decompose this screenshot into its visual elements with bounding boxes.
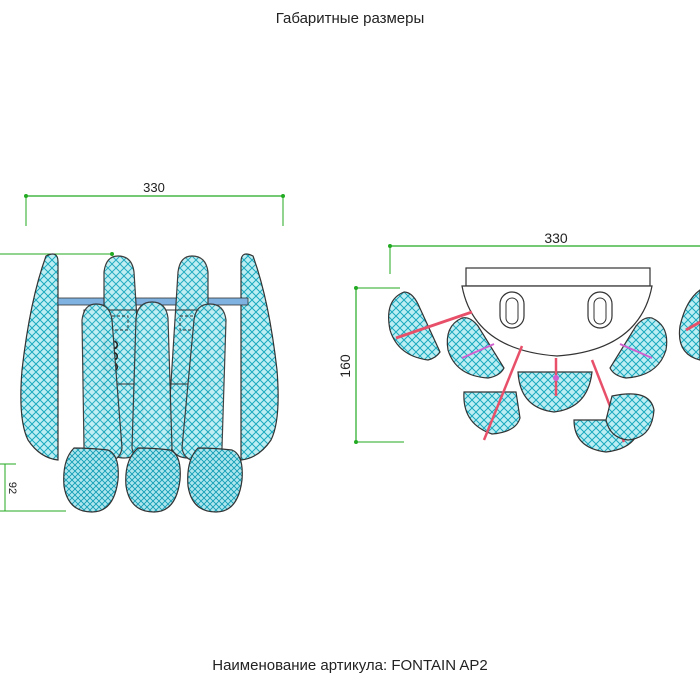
front-width-dimension: 330 — [24, 180, 285, 226]
petal-8 — [605, 393, 655, 441]
wall-plate — [465, 267, 651, 287]
bottom-drop-center — [125, 447, 181, 513]
left-outer-shade — [20, 253, 59, 461]
top-width-dimension: 330 — [388, 230, 700, 274]
mid-drop-2 — [131, 301, 173, 463]
top-depth-dimension: 160 — [337, 286, 404, 444]
front-side-label: 92 — [6, 482, 18, 494]
petal-1 — [388, 291, 473, 361]
article-caption: Наименование артикула: FONTAIN AP2 — [212, 657, 488, 674]
front-view: 330 92 269 — [0, 180, 285, 513]
petal-6 — [463, 345, 524, 441]
front-height-dimension: 92 — [0, 252, 114, 512]
bottom-drop-right — [187, 447, 243, 513]
socket-right — [587, 291, 613, 329]
page-title: Габаритные размеры — [275, 10, 425, 27]
top-depth-label: 160 — [337, 354, 353, 378]
petal-4 — [678, 289, 700, 361]
petal-2 — [446, 317, 505, 379]
top-view: 330 160 — [337, 230, 700, 453]
top-width-label: 330 — [544, 230, 568, 246]
socket-left — [499, 291, 525, 329]
right-outer-shade — [240, 253, 279, 461]
petal-5 — [517, 358, 593, 413]
petal-3 — [609, 317, 668, 379]
front-width-label: 330 — [143, 180, 165, 195]
bottom-drop-left — [63, 447, 119, 513]
